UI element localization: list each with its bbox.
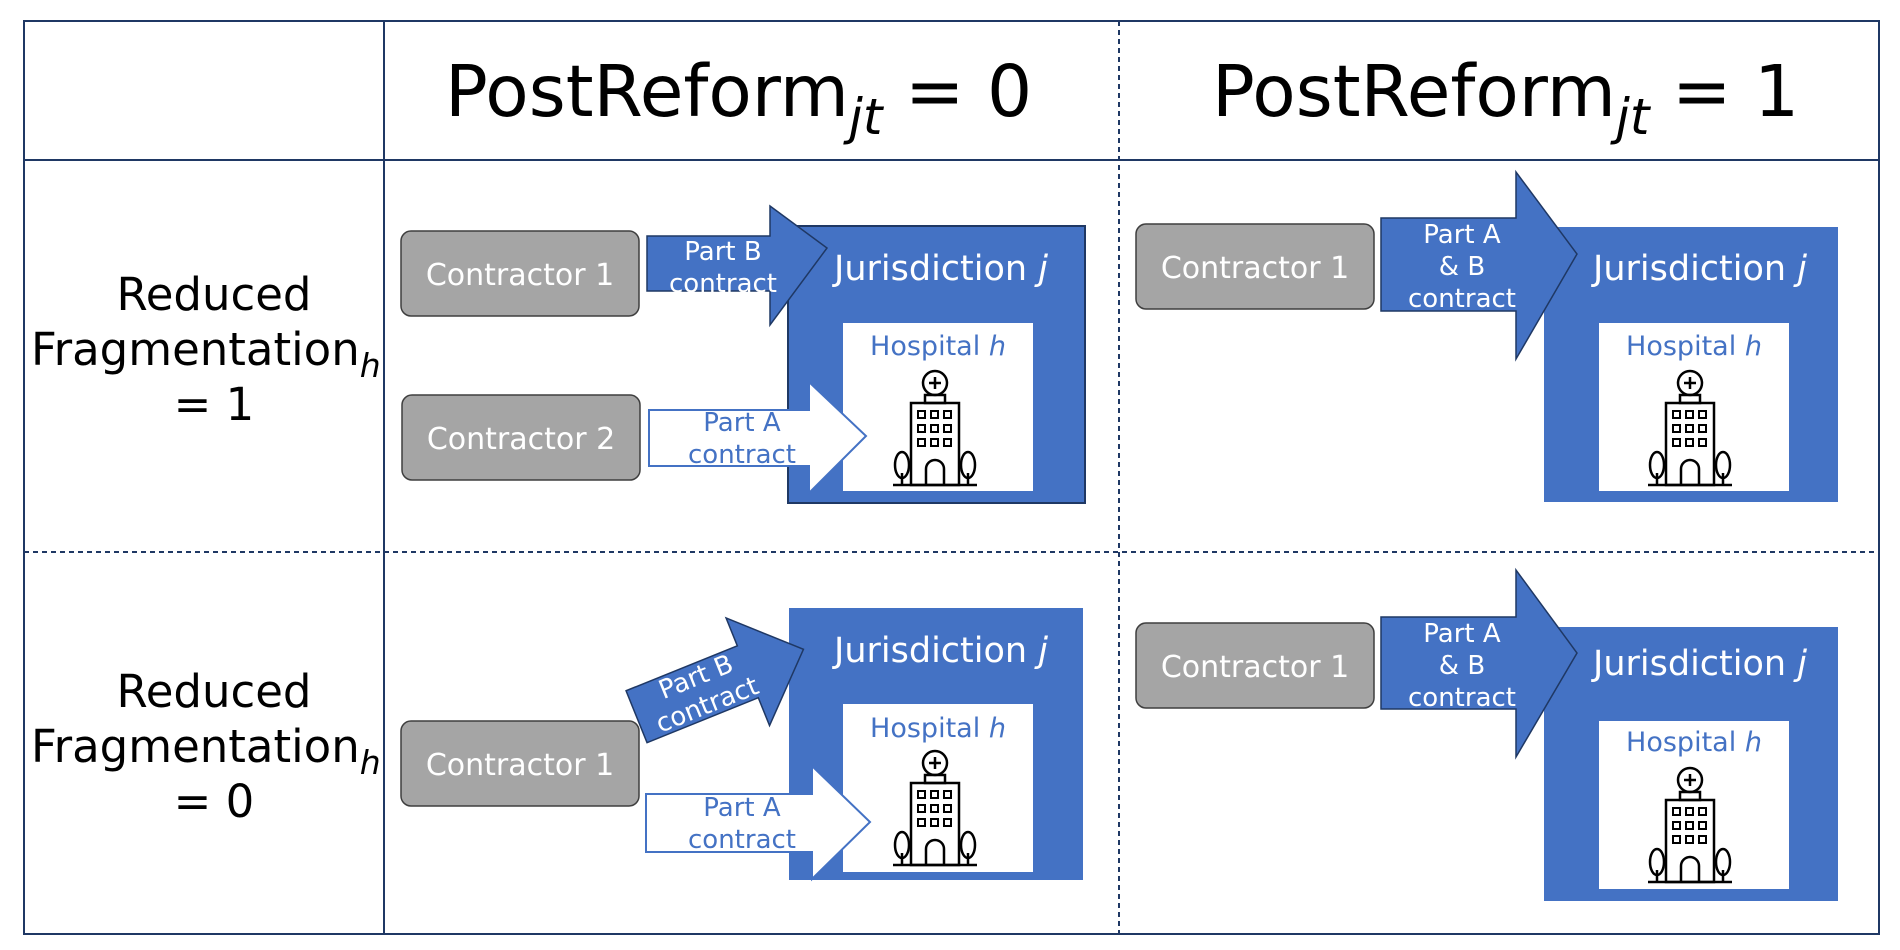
jurisdiction-label: Jurisdiction j [1591, 644, 1807, 684]
hospital-box [843, 704, 1033, 872]
contract-arrow-label: Part A [1423, 619, 1501, 649]
contract-arrow-label: contract [1408, 284, 1516, 314]
contract-arrow [645, 763, 872, 882]
svg-text:= 1: = 1 [174, 378, 255, 431]
contract-arrow-label: contract [688, 440, 796, 470]
hospital-label: Hospital h [870, 713, 1006, 744]
contract-arrow [648, 379, 868, 496]
svg-text:= 0: = 0 [174, 775, 255, 828]
column-header-postreform-1: PostReformjt = 1 [1212, 50, 1799, 146]
contractor-label: Contractor 1 [426, 748, 614, 783]
cell-rf0-post0: Jurisdiction j Hospital h Contractor 1 P… [400, 608, 1083, 882]
contractor-label: Contractor 1 [1161, 650, 1349, 685]
contract-arrow-label: Part A [703, 408, 781, 438]
contractor-box [1135, 223, 1375, 310]
contract-arrow-label: contract [1408, 683, 1516, 713]
table-border [23, 20, 1880, 935]
svg-text:Fragmentationh: Fragmentationh [31, 323, 381, 385]
hospital-label: Hospital h [1626, 727, 1762, 758]
contractor-label: Contractor 2 [427, 422, 615, 457]
contractor-box [401, 394, 641, 481]
contract-arrow-label: & B [1439, 651, 1485, 681]
jurisdiction-label: Jurisdiction j [1591, 249, 1807, 289]
svg-text:Reduced: Reduced [116, 268, 311, 321]
contract-arrow-label: contract [688, 825, 796, 855]
hospital-box [843, 323, 1033, 491]
hospital-box [1599, 721, 1789, 889]
svg-text:Fragmentationh: Fragmentationh [31, 720, 381, 782]
svg-text:Reduced: Reduced [116, 665, 311, 718]
contract-arrow [646, 204, 829, 328]
jurisdiction-label: Jurisdiction j [832, 631, 1048, 671]
row-label-reduced-fragmentation-0: Reduced Fragmentationh = 0 [31, 665, 381, 828]
contract-arrow-label: Part B [684, 237, 761, 267]
contractor-label: Contractor 1 [426, 258, 614, 293]
contractor-label: Contractor 1 [1161, 251, 1349, 286]
column-header-postreform-0: PostReformjt = 0 [445, 50, 1032, 146]
contract-arrow [625, 616, 805, 744]
cell-rf0-post1: Jurisdiction j Hospital h Contractor 1 P… [1135, 567, 1838, 901]
contract-arrow-label: contract [669, 269, 777, 299]
contract-arrow [1380, 567, 1578, 760]
contractor-box [400, 720, 640, 807]
contract-arrow-label: Part A [703, 793, 781, 823]
hospital-label: Hospital h [870, 331, 1006, 362]
contract-arrow-label: Part A [1423, 220, 1501, 250]
cell-rf1-post1: Jurisdiction j Hospital h Contractor 1 P… [1135, 169, 1838, 502]
contractor-box [1135, 622, 1375, 709]
hospital-label: Hospital h [1626, 331, 1762, 362]
cell-rf1-post0: Jurisdiction j Hospital h Contractor 1 C… [400, 204, 1086, 504]
contractor-box [400, 230, 640, 317]
contract-arrow [1380, 169, 1578, 362]
contract-arrow-label: & B [1439, 252, 1485, 282]
jurisdiction-label: Jurisdiction j [832, 249, 1048, 289]
row-label-reduced-fragmentation-1: Reduced Fragmentationh = 1 [31, 268, 381, 431]
hospital-box [1599, 323, 1789, 491]
